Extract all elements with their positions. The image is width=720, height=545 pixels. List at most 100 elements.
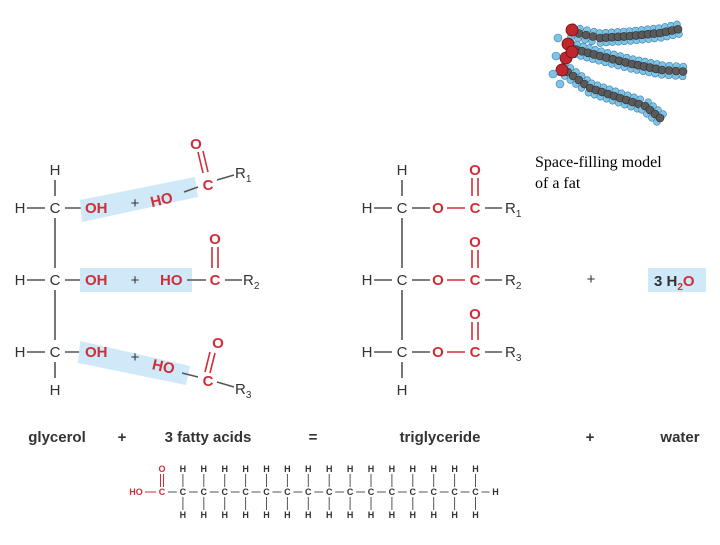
oxygen-atom: O [209, 231, 221, 248]
double-bond [197, 151, 204, 174]
hydrogen-atom: H [362, 344, 373, 361]
oxygen-atom: O [469, 234, 481, 251]
hydrogen-atom: H [284, 510, 291, 520]
carbon-atom: C [50, 272, 61, 289]
hydrogen-atom: H [451, 464, 458, 474]
hydrogen-atom: H [410, 510, 417, 520]
carbonyl-carbon: C [203, 177, 214, 194]
carbon-atom: C [221, 487, 228, 497]
fatty-acid-1: HO C O R1 [149, 136, 252, 211]
carbon-atom: C [410, 487, 417, 497]
double-bond [204, 351, 211, 373]
ester-oxygen: O [432, 272, 444, 289]
carbon-atom: C [180, 487, 187, 497]
hydrogen-atom: H [263, 464, 270, 474]
hydroxyl-group: HO [129, 487, 143, 497]
ester-oxygen: O [432, 344, 444, 361]
hydrogen-atom: H [15, 272, 26, 289]
equals-sign: = [309, 429, 318, 446]
hydrogen-atom: H [430, 464, 437, 474]
hydrogen-atom: H [263, 510, 270, 520]
hydrogen-sphere [548, 69, 558, 79]
carbon-atom: C [284, 487, 291, 497]
hydrogen-atom: H [201, 464, 208, 474]
carbonyl-carbon: C [470, 200, 481, 217]
oxygen-sphere [565, 45, 579, 59]
oxygen-atom: O [469, 306, 481, 323]
carbon-atom: C [326, 487, 333, 497]
oxygen-sphere [565, 23, 579, 37]
hydrogen-atom: H [451, 510, 458, 520]
hydrogen-atom: H [430, 510, 437, 520]
hydrogen-atom: H [326, 464, 333, 474]
carbonyl-carbon: C [470, 344, 481, 361]
carbon-atom: C [368, 487, 375, 497]
hydrogen-atom: H [368, 510, 375, 520]
triglyceride-molecule: H H C O C O R1 H C O C O R2 H C O C O R3… [362, 162, 522, 399]
carbon-atom: C [347, 487, 354, 497]
carbon-atom: C [472, 487, 479, 497]
hydrogen-atom: H [305, 464, 312, 474]
r-group: R2 [505, 272, 522, 292]
hydroxyl-group: HO [160, 272, 183, 289]
hydrogen-atom: H [362, 200, 373, 217]
hydrogen-atom: H [472, 464, 479, 474]
plus-sign: + [586, 429, 595, 446]
plus-sign: + [131, 272, 140, 289]
oxygen-atom: O [469, 162, 481, 179]
oxygen-atom: O [190, 136, 202, 153]
ester-oxygen: O [432, 200, 444, 217]
double-bond [202, 150, 209, 173]
glycerol-label: glycerol [28, 429, 86, 446]
plus-sign: + [131, 195, 140, 212]
hydrogen-atom: H [410, 464, 417, 474]
carbon-atom: C [397, 344, 408, 361]
hydrogen-atom: H [347, 464, 354, 474]
r-group: R3 [235, 381, 252, 401]
bond [216, 381, 235, 388]
oxygen-atom: O [212, 335, 224, 352]
model-caption: Space-filling model of a fat [535, 152, 715, 194]
hydrogen-atom: H [221, 510, 228, 520]
caption-line: of a fat [535, 175, 581, 192]
hydrogen-atom: H [397, 382, 408, 399]
hydrogen-atom: H [397, 162, 408, 179]
carbon-atom: C [397, 272, 408, 289]
carbon-atom: C [451, 487, 458, 497]
carbon-sphere [673, 24, 683, 34]
water-highlight [648, 268, 706, 292]
oxygen-sphere [555, 63, 569, 77]
carbon-atom: C [50, 200, 61, 217]
hydrogen-atom: H [15, 200, 26, 217]
carbonyl-carbon: C [159, 487, 166, 497]
hydrogen-atom: H [50, 382, 61, 399]
hydrogen-atom: H [305, 510, 312, 520]
oxygen-atom: O [158, 464, 165, 474]
r-group: R3 [505, 344, 522, 364]
carbon-atom: C [305, 487, 312, 497]
bond [181, 372, 199, 378]
r-group: R2 [243, 272, 260, 292]
hydrogen-atom: H [50, 162, 61, 179]
plus-sign: + [131, 349, 140, 366]
hydrogen-atom: H [242, 464, 249, 474]
plus-sign: + [587, 271, 596, 288]
bond [183, 186, 199, 193]
plus-sign: + [118, 429, 127, 446]
carbon-sphere [581, 30, 591, 40]
hydroxyl-group: HO [151, 356, 177, 378]
carbon-atom: C [430, 487, 437, 497]
carbon-atom: C [397, 200, 408, 217]
reaction-highlight-top [80, 177, 198, 222]
carbon-atom: C [263, 487, 270, 497]
caption-line: Space-filling model [535, 154, 662, 171]
hydrogen-atom: H [389, 464, 396, 474]
reaction-highlight-bottom [78, 341, 190, 385]
hydroxyl-group: OH [85, 200, 108, 217]
hydrogen-atom: H [242, 510, 249, 520]
hydrogen-atom: H [389, 510, 396, 520]
hydrogen-atom: H [472, 510, 479, 520]
